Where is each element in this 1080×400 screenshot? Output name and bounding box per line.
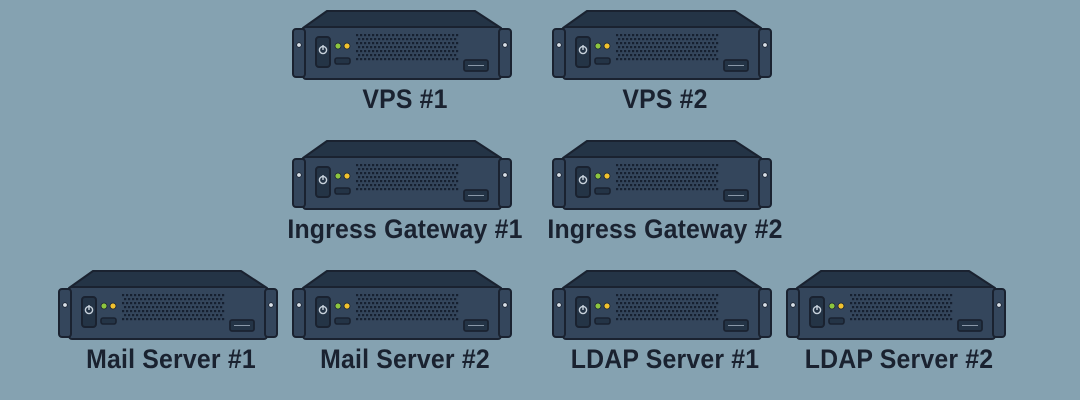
node-vps-2: VPS #2	[545, 10, 785, 138]
node-label: Ingress Gateway #1	[287, 214, 523, 244]
node-ingress-gateway-2: Ingress Gateway #2	[545, 140, 785, 268]
node-label: VPS #2	[622, 84, 708, 114]
node-label: VPS #1	[362, 84, 448, 114]
node-label: Ingress Gateway #2	[547, 214, 783, 244]
node-ldap-server-1: LDAP Server #1	[545, 270, 785, 398]
node-label: Mail Server #2	[320, 344, 490, 374]
node-vps-1: VPS #1	[285, 10, 525, 138]
node-label: LDAP Server #2	[804, 344, 994, 374]
node-ldap-server-2: LDAP Server #2	[779, 270, 1019, 398]
node-label: Mail Server #1	[86, 344, 256, 374]
node-mail-server-2: Mail Server #2	[285, 270, 525, 398]
node-ingress-gateway-1: Ingress Gateway #1	[285, 140, 525, 268]
node-mail-server-1: Mail Server #1	[51, 270, 291, 398]
node-label: LDAP Server #1	[570, 344, 760, 374]
